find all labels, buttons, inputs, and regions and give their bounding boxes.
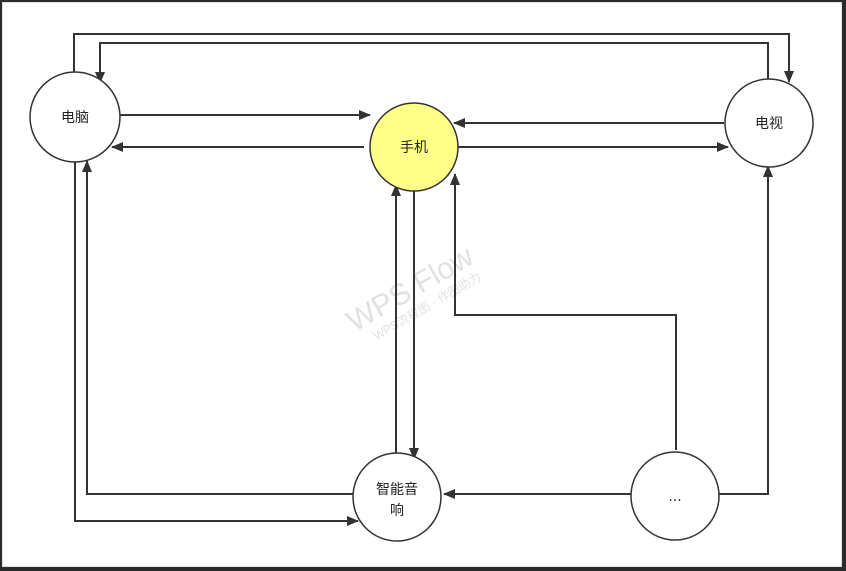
edge-computer-to-tv[interactable]: [73, 33, 794, 83]
node-tv-label: 电视: [755, 116, 783, 132]
node-more-label: ...: [668, 489, 681, 505]
node-more[interactable]: ...: [630, 451, 720, 541]
edge-more-to-phone[interactable]: [450, 173, 677, 450]
node-more-shape[interactable]: [630, 451, 720, 541]
node-computer-label: 电脑: [61, 110, 89, 126]
edge-more-to-tv[interactable]: [718, 165, 773, 495]
node-speaker[interactable]: 智能音 响: [352, 452, 442, 542]
node-speaker-label-line2: 响: [390, 503, 404, 519]
node-computer[interactable]: 电脑: [29, 71, 121, 163]
edge-tv-to-computer[interactable]: [95, 42, 769, 84]
node-tv[interactable]: 电视: [724, 78, 814, 168]
node-phone[interactable]: 手机: [369, 102, 459, 192]
node-speaker-label-line1: 智能音: [376, 481, 418, 498]
node-speaker-shape[interactable]: [352, 452, 442, 542]
node-computer-shape[interactable]: [29, 71, 121, 163]
edge-speaker-to-computer[interactable]: [82, 160, 353, 495]
node-phone-label: 手机: [400, 140, 428, 156]
edge-computer-to-speaker[interactable]: [74, 155, 359, 526]
node-tv-shape[interactable]: [724, 78, 814, 168]
node-phone-shape[interactable]: [369, 102, 459, 192]
